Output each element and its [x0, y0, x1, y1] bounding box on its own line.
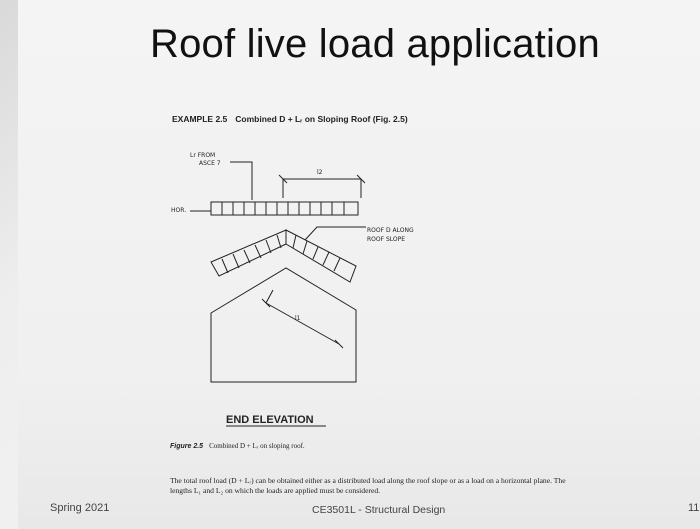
footer-page-number: 11	[688, 502, 700, 514]
body-paragraph: The total roof load (D + Lᵣ) can be obta…	[170, 476, 566, 495]
l1-extension-top	[265, 289, 274, 304]
l1-tick-bottom	[334, 339, 344, 349]
label-l1: l1	[295, 315, 301, 322]
slide-title: Roof live load application	[150, 22, 600, 66]
figure-caption: Figure 2.5 Combined D + Lᵣ on sloping roo…	[170, 442, 305, 450]
label-lr: Lr FROM	[190, 152, 215, 159]
lr-leader-line	[230, 161, 253, 200]
label-roof-slope: ROOF SLOPE	[367, 236, 405, 243]
footer-course: CE3501L - Structural Design	[312, 504, 446, 516]
slope-load-hatch	[221, 234, 341, 274]
horizontal-load-block	[210, 201, 359, 216]
example-title: Combined D + Lᵣ on Sloping Roof (Fig. 2.…	[235, 114, 408, 124]
right-slope-load-block	[285, 229, 357, 283]
horizontal-load-hatch	[221, 202, 345, 215]
label-hor: HOR.	[171, 207, 186, 214]
footer-date: Spring 2021	[50, 502, 110, 514]
label-asce: ASCE 7	[199, 160, 221, 167]
left-slope-load-block	[210, 229, 287, 277]
label-l2: l2	[317, 169, 323, 176]
figure-caption-label: Figure 2.5	[170, 443, 204, 450]
label-roof-d-along: ROOF D ALONG	[367, 227, 414, 234]
l1-dimension-line	[265, 302, 340, 345]
example-heading: EXAMPLE 2.5 Combined D + Lᵣ on Sloping Ro…	[172, 114, 408, 124]
figure-caption-text: Combined D + Lᵣ on sloping roof.	[209, 442, 305, 450]
building-outline	[210, 267, 357, 383]
slide	[18, 0, 700, 529]
example-label: EXAMPLE 2.5	[172, 114, 228, 124]
roof-d-leader-line	[304, 226, 366, 241]
end-elevation-label: END ELEVATION	[226, 414, 314, 426]
